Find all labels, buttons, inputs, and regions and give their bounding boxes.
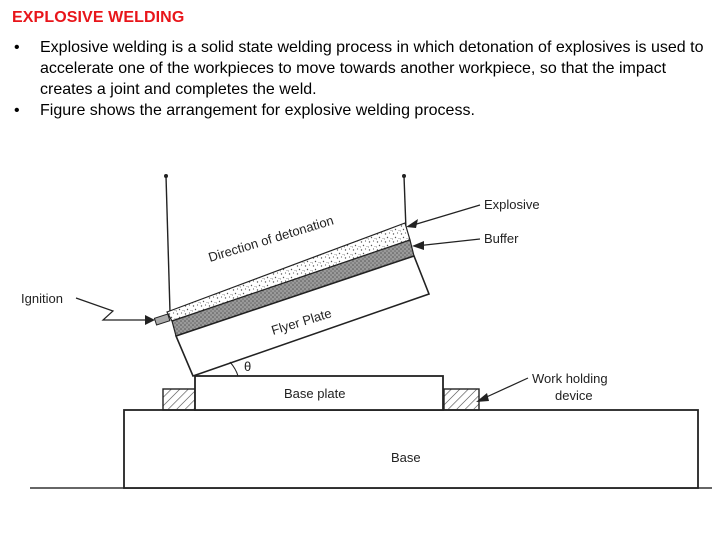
bullet-text: Figure shows the arrangement for explosi… bbox=[40, 102, 475, 119]
base-label: Base bbox=[391, 450, 421, 465]
standoff-wire-tip-right bbox=[402, 174, 406, 178]
slide-title: EXPLOSIVE WELDING bbox=[12, 9, 185, 26]
bullet-icon: • bbox=[14, 39, 20, 56]
ignition-label: Ignition bbox=[21, 291, 63, 306]
base-plate-label: Base plate bbox=[284, 386, 345, 401]
base-plate bbox=[194, 375, 444, 411]
explosive-arrow bbox=[409, 204, 481, 227]
work-holding-label-line2: device bbox=[555, 388, 593, 403]
base-block bbox=[123, 409, 699, 489]
work-holding-label-line1: Work holding bbox=[532, 371, 608, 386]
standoff-wire-right bbox=[403, 175, 407, 231]
work-holding-device-right bbox=[443, 388, 480, 411]
work-holding-arrow-head bbox=[476, 393, 489, 402]
work-holding-arrow bbox=[479, 377, 529, 401]
flyer-plate bbox=[174, 254, 431, 378]
standoff-wire-left bbox=[165, 175, 171, 313]
angle-arc bbox=[229, 361, 239, 377]
ignition-arrow-head bbox=[145, 315, 155, 325]
bullet-item: • Figure shows the arrangement for explo… bbox=[12, 100, 720, 121]
buffer-arrow bbox=[415, 238, 481, 247]
buffer-arrow-head bbox=[412, 241, 424, 250]
bullet-list: • Explosive welding is a solid state wel… bbox=[12, 37, 720, 121]
detonator-icon bbox=[153, 313, 171, 326]
ignition-arrow bbox=[75, 297, 152, 321]
explosive-arrow-head bbox=[406, 219, 418, 228]
work-holding-device-left bbox=[162, 388, 196, 411]
explosive-label: Explosive bbox=[484, 197, 540, 212]
standoff-wire-tip-left bbox=[164, 174, 168, 178]
angle-label: θ bbox=[244, 359, 251, 374]
bullet-text: Explosive welding is a solid state weldi… bbox=[40, 39, 704, 98]
bullet-icon: • bbox=[14, 102, 20, 119]
bullet-item: • Explosive welding is a solid state wel… bbox=[12, 37, 720, 100]
buffer-label: Buffer bbox=[484, 231, 519, 246]
